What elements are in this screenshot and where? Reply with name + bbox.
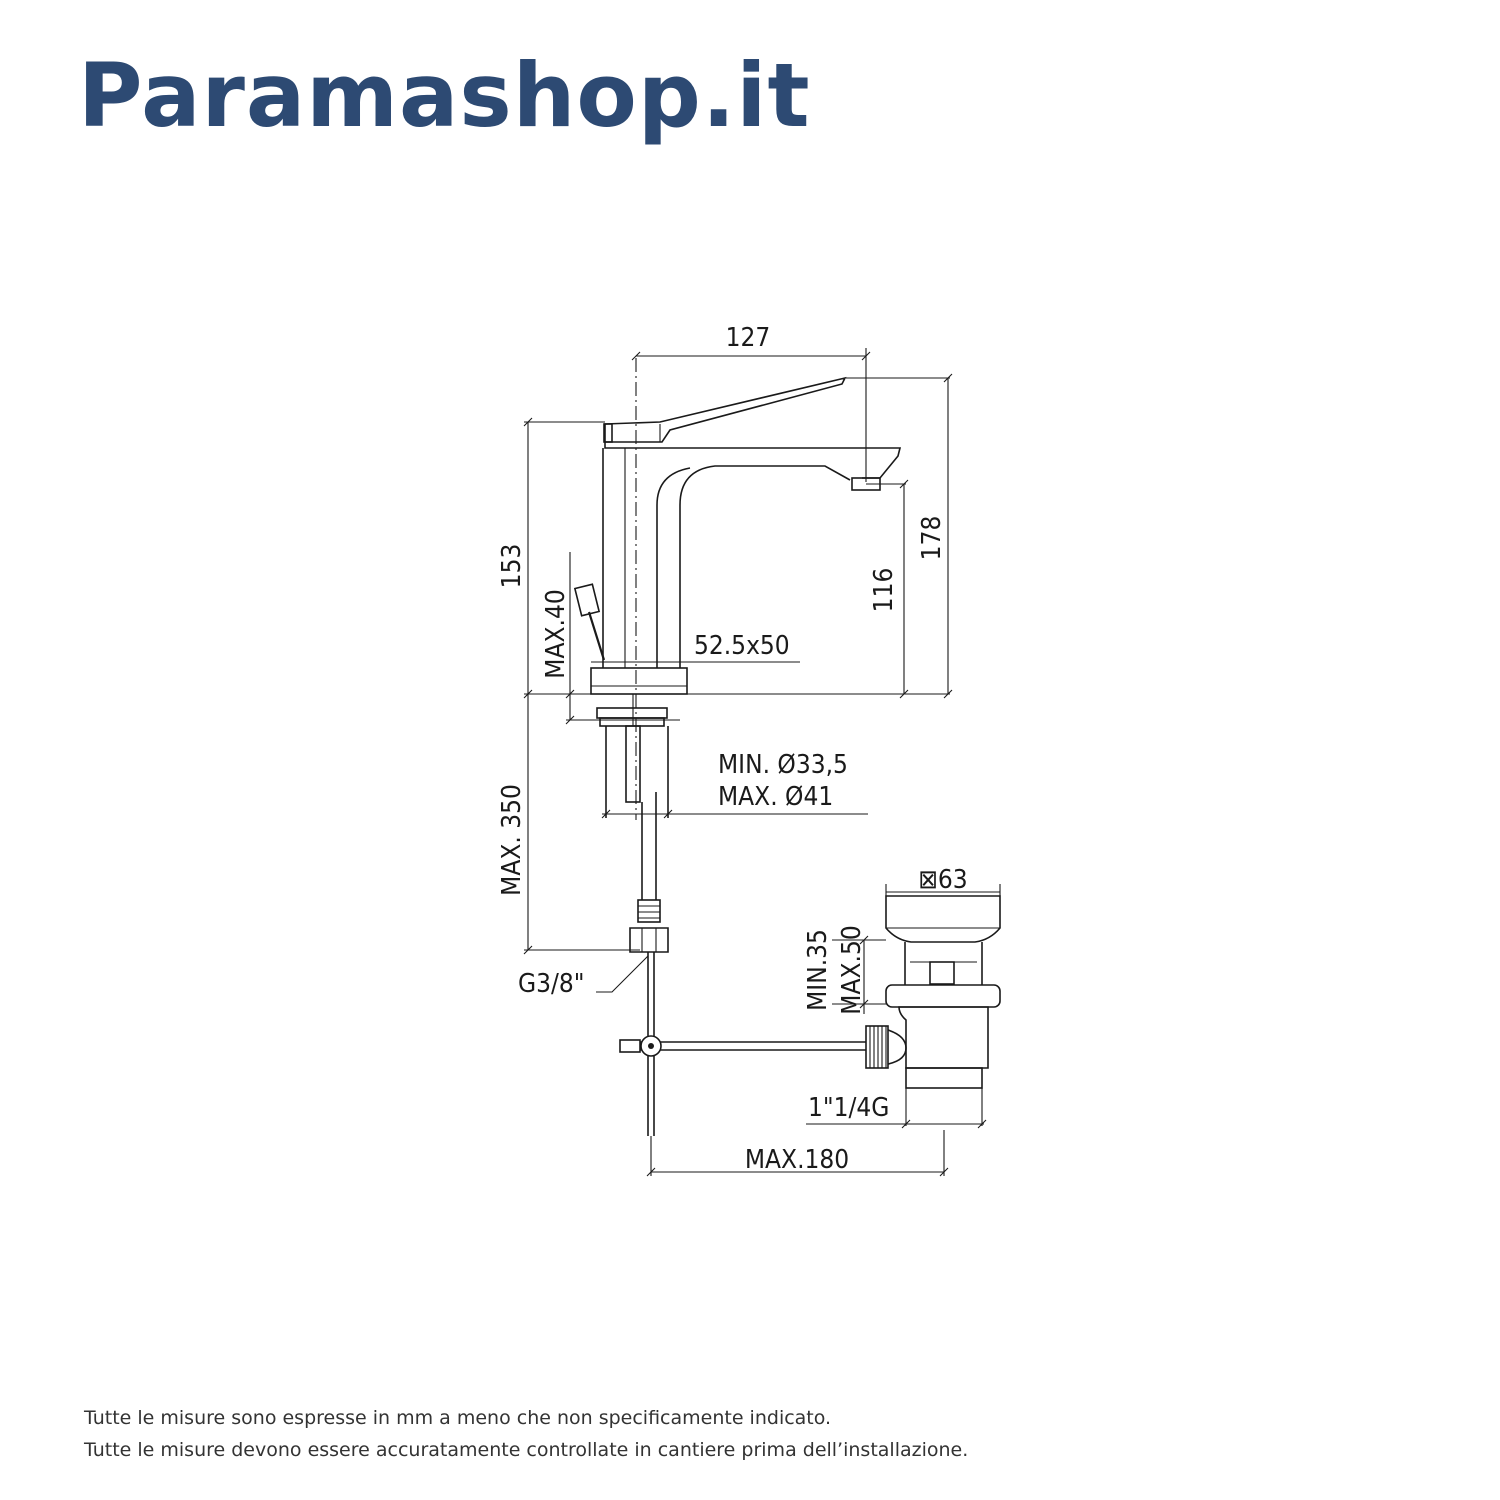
brand-logo: Paramashop.it bbox=[78, 44, 811, 147]
footer-note-check: Tutte le misure devono essere accuratame… bbox=[84, 1439, 969, 1461]
dim-rod-length: MAX.180 bbox=[745, 1145, 849, 1175]
dim-base-size: 52.5x50 bbox=[694, 631, 790, 661]
dim-waste-max: MAX.50 bbox=[837, 925, 867, 1014]
dimension-lines bbox=[523, 348, 1001, 1177]
thread-ridges bbox=[869, 1026, 887, 1068]
waste-tail bbox=[905, 1067, 983, 1089]
dim-waste-head: ⊠63 bbox=[918, 865, 967, 895]
dim-hole-min: MIN. Ø33,5 bbox=[718, 750, 848, 780]
dim-waste-thread: 1"1/4G bbox=[808, 1093, 889, 1123]
hose-nut bbox=[629, 927, 669, 953]
deck-fixings bbox=[524, 583, 950, 818]
footer-notes: Tutte le misure sono espresse in mm a me… bbox=[84, 1402, 968, 1466]
pull-rod bbox=[587, 611, 606, 661]
dim-waste-min: MIN.35 bbox=[803, 929, 833, 1011]
waste-cap bbox=[885, 895, 1001, 943]
waste-plug bbox=[865, 895, 1001, 1126]
dim-tap-height: 153 bbox=[497, 544, 527, 589]
dimension-labels: 127 178 116 153 MAX.40 52.5x50 MIN. Ø33,… bbox=[497, 323, 968, 1175]
waste-body bbox=[898, 1006, 989, 1069]
dim-hole-max: MAX. Ø41 bbox=[718, 782, 833, 812]
popup-linkage bbox=[619, 952, 866, 1136]
lever-handle bbox=[604, 376, 847, 443]
dim-max-deck: MAX.40 bbox=[541, 589, 571, 678]
flexible-hose bbox=[629, 792, 669, 953]
spout bbox=[679, 465, 851, 668]
dim-spout-reach: 127 bbox=[726, 323, 771, 353]
dim-overall-height: 178 bbox=[917, 516, 947, 561]
tap-base bbox=[590, 667, 688, 695]
footer-note-units: Tutte le misure sono espresse in mm a me… bbox=[84, 1407, 832, 1429]
dim-hose-connection: G3/8" bbox=[518, 969, 585, 999]
cartridge-cap bbox=[603, 423, 613, 443]
dim-hose-length: MAX. 350 bbox=[497, 784, 527, 896]
waste-flange bbox=[885, 984, 1001, 1008]
waste-side-port bbox=[865, 1025, 889, 1069]
dimension-ticks bbox=[523, 351, 987, 1177]
dim-spout-height: 116 bbox=[869, 568, 899, 613]
pull-rod-knob bbox=[573, 583, 601, 617]
